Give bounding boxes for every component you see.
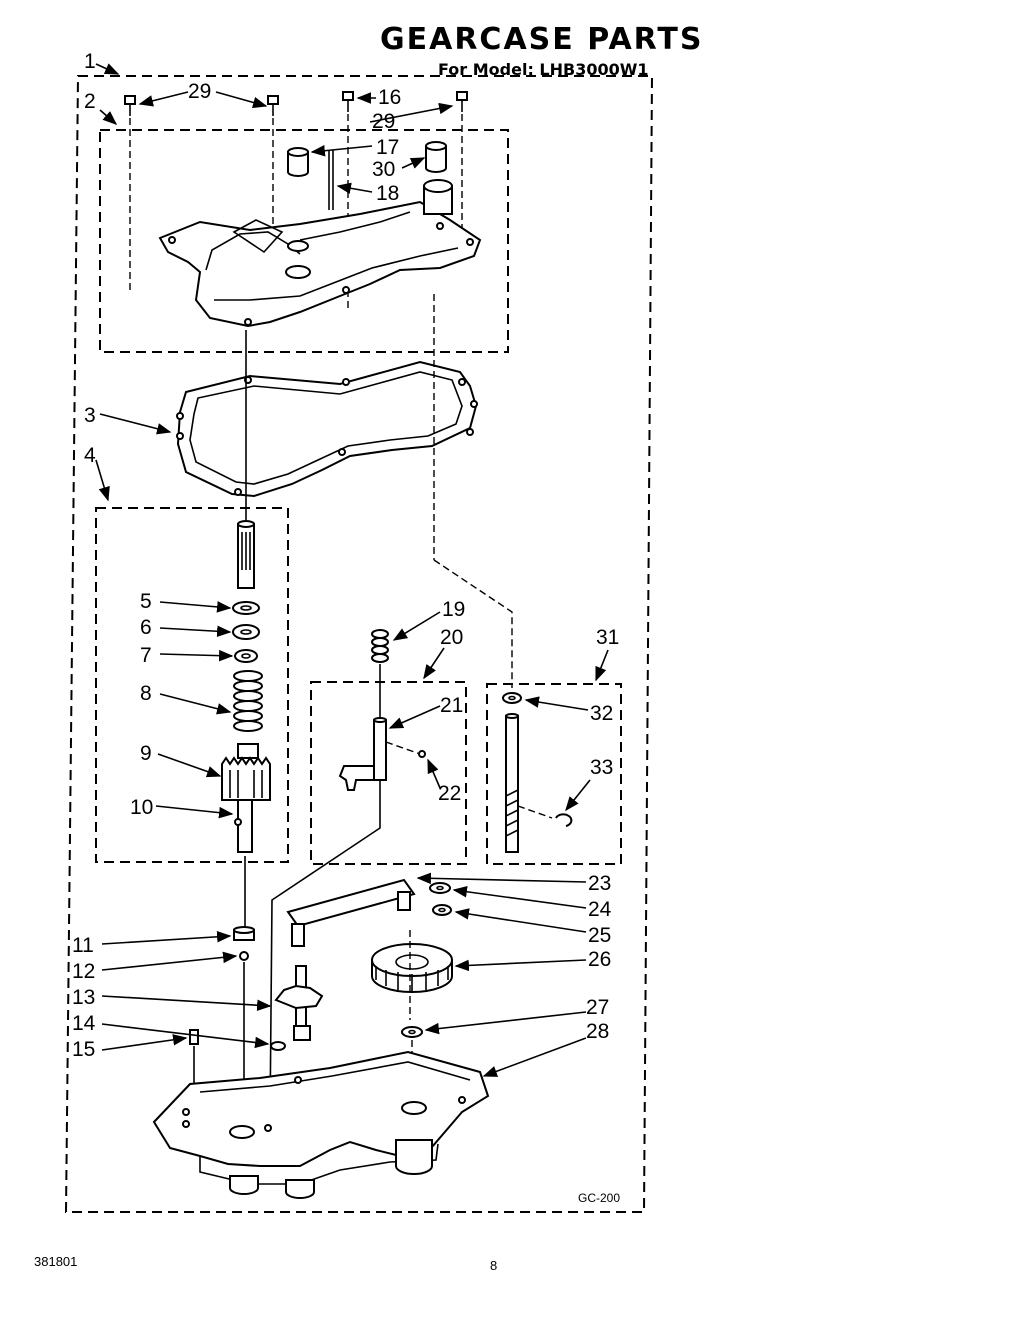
diagram-code: GC-200	[578, 1191, 620, 1205]
ball-icon	[239, 951, 249, 961]
callout-15: 15	[72, 1038, 95, 1061]
callout-21: 21	[440, 694, 463, 717]
callout-13: 13	[72, 986, 95, 1009]
segment-gear-icon	[274, 965, 324, 1041]
washer-icon	[502, 692, 522, 704]
washer-icon	[432, 904, 452, 916]
washer-icon	[401, 1026, 423, 1038]
bearing-icon	[425, 141, 447, 173]
callout-1: 1	[84, 50, 96, 73]
spring-icon	[233, 670, 263, 732]
bushing-icon	[233, 926, 255, 941]
callout-25: 25	[588, 924, 611, 947]
pin-icon	[328, 150, 334, 210]
washer-icon	[270, 1041, 286, 1051]
callout-6: 6	[140, 616, 152, 639]
screw-icon	[342, 91, 354, 112]
gearcase-cover-icon	[158, 179, 482, 328]
shifter-spring-icon	[371, 629, 389, 663]
callout-9: 9	[140, 742, 152, 765]
callout-31: 31	[596, 626, 619, 649]
gearcase-icon	[152, 1050, 490, 1199]
callout-22: 22	[438, 782, 461, 805]
leader-lines	[95, 63, 609, 1077]
gasket-icon	[176, 360, 478, 498]
callout-29: 29	[188, 80, 211, 103]
drive-shaft-assembly-box	[486, 683, 622, 865]
callout-14: 14	[72, 1012, 96, 1035]
callout-18: 18	[376, 182, 399, 205]
callout-24: 24	[588, 898, 612, 921]
pinion-gear-icon	[221, 743, 271, 853]
callout-28: 28	[586, 1020, 609, 1043]
callout-4: 4	[84, 444, 96, 467]
model-subtitle: For Model: LHB3000W1	[438, 60, 649, 79]
callout-26: 26	[588, 948, 611, 971]
washer-icon	[234, 649, 258, 663]
page-number: 8	[490, 1258, 498, 1273]
callout-19: 19	[442, 598, 465, 621]
screw-icon	[267, 95, 279, 116]
main-gear-icon	[371, 943, 453, 993]
callout-10: 10	[130, 796, 153, 819]
drive-shaft-icon	[505, 713, 519, 853]
callout-16: 16	[378, 86, 401, 109]
link-arm-icon	[286, 878, 416, 947]
washer-icon	[232, 624, 260, 640]
callout-12: 12	[72, 960, 95, 983]
bearing-icon	[287, 147, 309, 177]
pin-icon	[189, 1029, 199, 1045]
shifter-assembly-box	[310, 681, 467, 865]
callout-33: 33	[590, 756, 613, 779]
screw-icon	[456, 91, 468, 112]
washer-icon	[232, 601, 260, 615]
callout-8: 8	[140, 682, 152, 705]
pinion-assembly-box	[95, 507, 289, 863]
callout-20: 20	[440, 626, 463, 649]
callout-2: 2	[84, 90, 96, 113]
callout-11: 11	[72, 934, 94, 957]
callout-7: 7	[140, 644, 152, 667]
cover-assembly-box	[99, 129, 509, 353]
document-number: 381801	[34, 1254, 78, 1269]
callout-17: 17	[376, 136, 399, 159]
callout-30: 30	[372, 158, 395, 181]
callout-27: 27	[586, 996, 609, 1019]
callout-23: 23	[588, 872, 611, 895]
shifter-fork-icon	[338, 717, 387, 791]
retaining-ring-icon	[555, 813, 573, 827]
washer-icon	[429, 882, 451, 894]
callout-3: 3	[84, 404, 96, 427]
pinion-shaft-icon	[237, 520, 255, 589]
callout-32: 32	[590, 702, 613, 725]
callout-29: 29	[372, 110, 395, 133]
callout-5: 5	[140, 590, 152, 613]
page-title: GEARCASE PARTS	[380, 22, 704, 57]
screw-icon	[124, 95, 136, 116]
